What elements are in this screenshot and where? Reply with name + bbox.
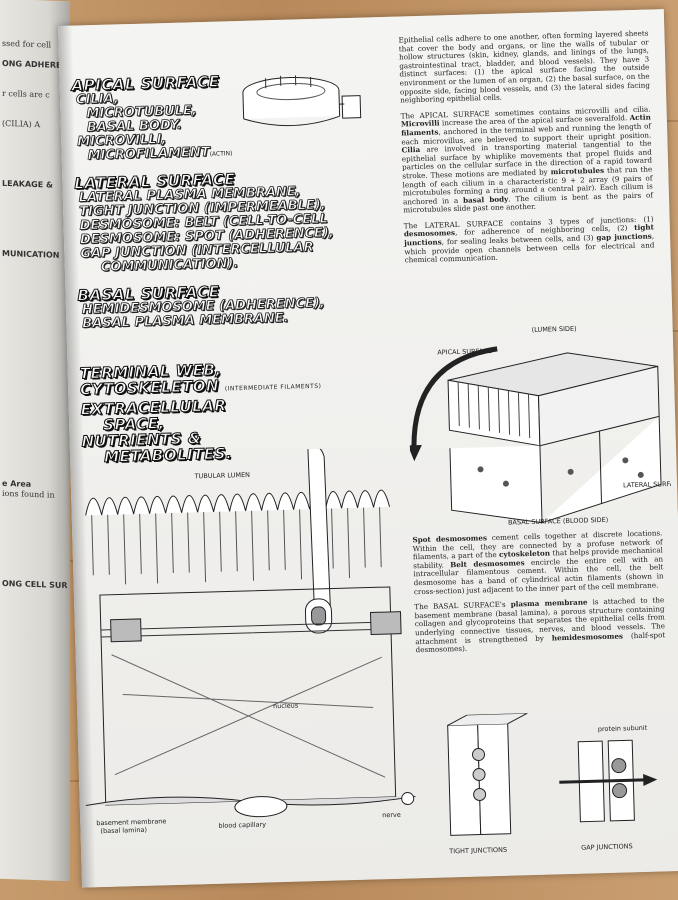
nucleus-label: nucleus [273,702,299,711]
apical-surface-label: APICAL SURFACE [437,347,492,357]
basal-surface-label: BASAL SURFACE (BLOOD SIDE) [508,516,608,527]
left-facing-page: ssed for cell ONG ADHERE r cells are c (… [0,0,70,882]
nerve-label: nerve [382,811,401,820]
right-page: APICAL SURFACE CILIA, MICROTUBULE, BASAL… [58,9,678,888]
protein-subunit-label: protein subunit [598,724,648,733]
lateral-heading-block: LATERAL SURFACE LATERAL PLASMA MEMBRANE,… [74,168,335,276]
lateral-surfaces-label: LATERAL SURFACES [623,480,672,490]
intermediate-note: (INTERMEDIATE FILAMENTS) [224,382,322,393]
basal-heading-block: BASAL SURFACE HEMIDESMOSOME (ADHERENCE),… [77,281,326,332]
spot-desmosome-paragraph: Spot desmosomes cement cells together at… [412,528,664,596]
basement-membrane-label: basement membrane [96,817,166,827]
left-page-fragment: ONG CELL SUR [2,578,68,591]
tubular-lumen-label: TUBULAR LUMEN [194,471,251,481]
basal-lamina-label: (basal lamina) [100,826,147,835]
lumen-side-label: (LUMEN SIDE) [532,325,577,334]
apical-heading-block: APICAL SURFACE CILIA, MICROTUBULE, BASAL… [71,72,233,165]
right-text-column-lower: Spot desmosomes cement cells together at… [412,528,666,662]
basal-paragraph: The BASAL SURFACE's plasma membrane is a… [414,595,666,655]
intro-paragraph: Epithelial cells adhere to one another, … [398,28,650,105]
lateral-paragraph: The LATERAL SURFACE contains 3 types of … [403,214,655,265]
epithelium-cross-section-diagram: TUBULAR LUMEN nucleus basement membrane … [85,446,416,835]
apical-heading: APICAL SURFACE [71,72,220,95]
apical-paragraph: The APICAL SURFACE sometimes contains mi… [400,104,654,215]
epithelial-block-diagram: (LUMEN SIDE) APICAL SURFACE LATERAL SURF… [407,325,672,527]
gap-junctions-label: GAP JUNCTIONS [581,842,633,851]
blood-capillary-label: blood capillary [218,820,266,829]
junction-diagrams: protein subunit TIGHT JUNCTIONS GAP JUNC… [447,712,658,856]
tight-junction-illustration [447,712,528,836]
right-text-column: Epithelial cells adhere to one another, … [398,28,655,273]
tight-junctions-label: TIGHT JUNCTIONS [448,846,507,856]
gap-junction-illustration [559,739,658,823]
actin-note: (ACTIN) [209,150,233,158]
apical-cylinder-illustration [242,75,362,127]
apical-item: MICROFILAMENT(ACTIN) [87,144,233,164]
